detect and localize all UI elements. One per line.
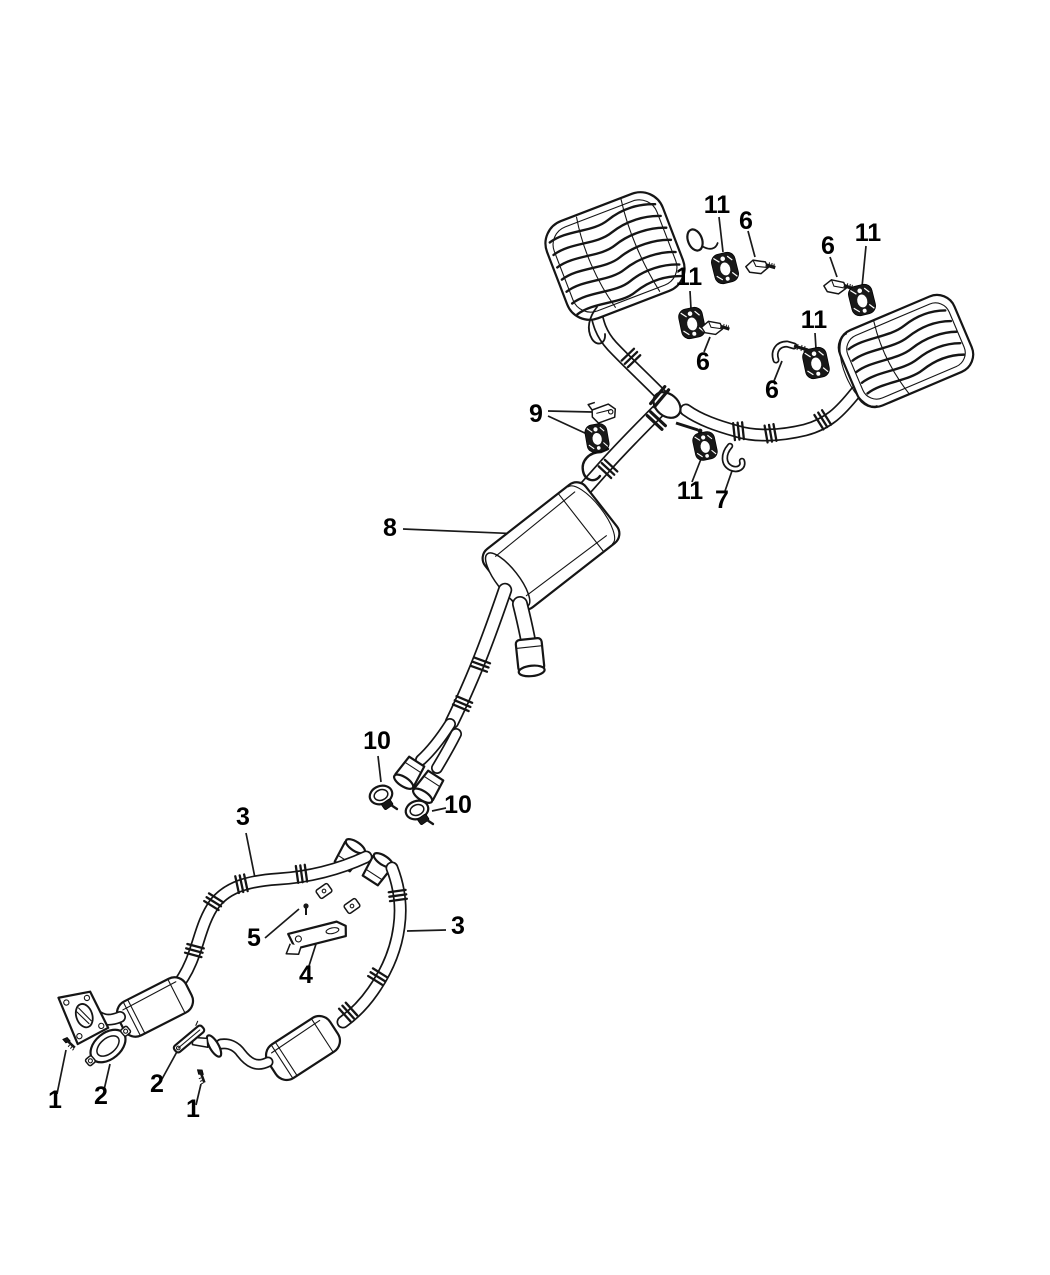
callout-label: 4 — [299, 961, 313, 989]
leader-line — [103, 1063, 111, 1091]
band-clamp — [365, 781, 399, 812]
catalytic-converter-left — [115, 976, 195, 1038]
callout-label: 6 — [821, 232, 835, 260]
left-muffler-outlet-stub — [686, 228, 719, 252]
support-hook — [721, 442, 746, 473]
callout-label: 10 — [363, 727, 391, 755]
callout-label: 10 — [444, 791, 472, 819]
hanger-rod-end — [697, 428, 703, 434]
leader-line — [691, 458, 702, 483]
left-muffler-hanger-wire — [587, 306, 606, 345]
exhaust-gasket-left — [84, 1025, 132, 1067]
pipe-bracket-tab — [315, 882, 333, 900]
leader-line — [724, 467, 734, 492]
callout-label: 8 — [383, 514, 397, 542]
tailpipe-right-branch — [679, 385, 863, 444]
callout-label: 6 — [739, 207, 753, 235]
isolator-hanger — [676, 305, 708, 341]
leader-line — [245, 832, 256, 879]
leader-line — [829, 256, 838, 278]
callout-label: 6 — [696, 348, 710, 376]
muffler-outlet-stub — [514, 637, 546, 678]
hanger-bracket — [743, 255, 778, 278]
callout-label: 3 — [236, 803, 250, 831]
hanger-bracket — [699, 317, 732, 338]
bracket-screw — [303, 903, 309, 915]
flange-bolt — [60, 1035, 78, 1052]
muffler-downpipe — [390, 582, 513, 807]
leader-line — [406, 929, 447, 932]
twin-pipe-right — [432, 729, 461, 773]
flange-bolt — [190, 1066, 211, 1087]
leader-line — [431, 807, 447, 812]
pipe-bracket-tab — [343, 897, 361, 915]
callout-label: 11 — [676, 263, 703, 291]
leader-lines — [56, 216, 867, 1106]
support-bracket — [285, 920, 347, 955]
right-rear-muffler — [837, 293, 975, 409]
callout-label: 11 — [677, 477, 704, 505]
leader-line — [718, 216, 724, 253]
y-junction — [645, 385, 703, 434]
callout-labels: 11 6 6 11 11 6 11 6 9 8 11 7 10 10 3 5 4… — [48, 191, 881, 1123]
callout-label: 1 — [186, 1095, 200, 1123]
callout-label: 1 — [48, 1086, 62, 1114]
callout-label: 7 — [715, 486, 729, 514]
leader-line — [689, 290, 692, 310]
leader-line — [307, 943, 317, 970]
callout-label: 6 — [765, 376, 779, 404]
left-rear-muffler — [544, 191, 686, 321]
leader-line — [747, 230, 756, 258]
leader-line — [161, 1047, 180, 1080]
twin-pipe-left — [416, 719, 455, 765]
inlet-flange-left — [57, 990, 110, 1046]
crossover-pipe-right — [338, 863, 405, 1027]
leader-line — [56, 1049, 67, 1095]
leader-line — [377, 755, 382, 783]
tailpipe-left-branch — [587, 297, 675, 409]
leader-line — [264, 908, 300, 939]
callout-label: 9 — [529, 400, 543, 428]
leader-line — [703, 336, 711, 353]
callout-label: 3 — [451, 912, 465, 940]
catalytic-converter-right — [264, 1014, 342, 1082]
hook-bolt — [771, 340, 809, 364]
isolator-hanger — [690, 429, 720, 463]
callout-label: 11 — [704, 191, 731, 219]
leader-line — [547, 410, 593, 435]
leader-line — [402, 528, 523, 535]
callout-label: 2 — [150, 1070, 164, 1098]
isolator-hanger — [709, 249, 741, 287]
leader-line — [195, 1083, 202, 1106]
callout-label: 11 — [801, 306, 828, 334]
leader-line — [814, 332, 817, 350]
leader-line — [861, 245, 867, 288]
hanger-bracket-9 — [587, 401, 617, 424]
callout-label: 11 — [855, 219, 882, 247]
exhaust-gasket-right — [172, 1020, 206, 1054]
callout-label: 5 — [247, 924, 261, 952]
right-inlet-elbow — [217, 1040, 272, 1069]
leader-line — [773, 360, 783, 382]
callout-label: 2 — [94, 1082, 108, 1110]
isolator-hanger — [846, 281, 878, 319]
front-pipe-assembly — [57, 835, 408, 1082]
junction-hanger-rod — [675, 421, 699, 432]
isolator-hanger — [800, 345, 832, 381]
isolator-hanger — [583, 421, 611, 455]
